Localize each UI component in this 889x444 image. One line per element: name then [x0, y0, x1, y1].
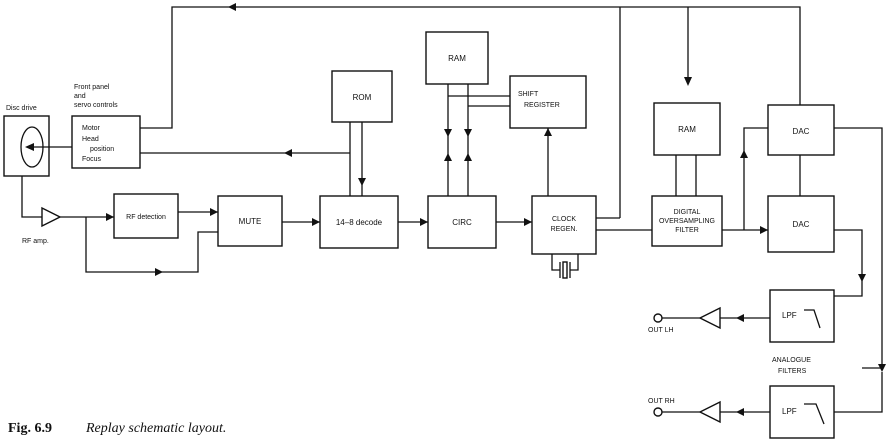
top-bus	[140, 3, 801, 218]
decode-box	[319, 195, 399, 249]
ram-top-box	[425, 31, 489, 85]
clock-label-2: REGEN.	[551, 226, 578, 233]
out-rh-terminal	[653, 407, 663, 417]
lh-path-arrow	[858, 274, 866, 282]
ram-circ-arrow-down	[444, 129, 452, 137]
oversampling-filter-box	[651, 195, 723, 247]
out-lh-label: OUT LH	[648, 327, 674, 334]
disc-drive-box	[3, 115, 50, 177]
clock-to-shift-arrow	[544, 128, 552, 136]
lpf-top-label: LPF	[782, 311, 797, 320]
rom-box	[331, 70, 393, 123]
motor-label: Motor	[82, 125, 101, 132]
clock-regen-box	[531, 195, 597, 255]
rf-path: RF amp. RF detection	[21, 176, 218, 276]
clock-in-arrow	[524, 218, 532, 226]
shift-label-2: REGISTER	[524, 102, 560, 109]
crystal-icon	[551, 254, 579, 279]
dac-bottom-in-arrow	[760, 226, 768, 234]
circ-box	[427, 195, 497, 249]
figure-number: Fig. 6.9	[8, 421, 52, 436]
clock-label-1: CLOCK	[552, 216, 576, 223]
analogue-label-2: FILTERS	[778, 368, 807, 375]
analogue-label-1: ANALOGUE	[772, 357, 811, 364]
rf-detect-arrow	[106, 213, 114, 221]
dof-label-3: FILTER	[675, 227, 699, 234]
shift-label-1: SHIFT	[518, 91, 539, 98]
rom-label: ROM	[353, 93, 372, 102]
lpf-top-response-icon	[804, 309, 821, 329]
disc-drive: Disc drive	[3, 105, 72, 177]
rh-path-arrow	[878, 364, 886, 372]
ram-circ-arrow-up	[444, 153, 452, 161]
out-rh-amp-icon	[698, 400, 721, 424]
ram-circ-arrow-up-2	[464, 153, 472, 161]
circ-label: CIRC	[452, 218, 472, 227]
dac-top-feed-arrow	[740, 150, 748, 158]
dof-label-1: DIGITAL	[674, 209, 701, 216]
lpf-bottom-label: LPF	[782, 407, 797, 416]
dac-bottom-label: DAC	[793, 220, 810, 229]
rf-detection-box	[113, 193, 179, 239]
head-label: Head	[82, 136, 99, 143]
ram-right-box	[653, 102, 721, 156]
rf-amp-label: RF amp.	[22, 238, 49, 245]
lpf-bottom-out-arrow	[736, 408, 744, 416]
bus-arrow-left	[228, 3, 236, 11]
out-lh-amp-icon	[698, 306, 721, 330]
ram-top-label: RAM	[448, 54, 466, 63]
out-rh-label: OUT RH	[648, 398, 675, 405]
rf-detection-label: RF detection	[126, 214, 166, 221]
bypass-arrow	[155, 268, 163, 276]
focus-label: Focus	[82, 156, 102, 163]
front-panel-label-3: servo controls	[74, 102, 118, 109]
lpf-top-out-arrow	[736, 314, 744, 322]
lpf-top-box	[769, 289, 835, 343]
decode-to-servo-arrow	[284, 149, 292, 157]
dac-top-label: DAC	[793, 127, 810, 136]
decode-in-arrow	[312, 218, 320, 226]
dac-top-box	[767, 104, 835, 156]
circ-in-arrow	[420, 218, 428, 226]
rf-amp-icon	[41, 206, 62, 228]
lpf-bottom-box	[769, 385, 835, 439]
servo-controls-box	[71, 115, 141, 169]
position-label: position	[90, 146, 114, 153]
ram-in-arrow	[684, 77, 692, 86]
disc-drive-label: Disc drive	[6, 105, 37, 112]
mute-in-arrow	[210, 208, 218, 216]
out-lh-terminal	[653, 313, 663, 323]
figure-title: Replay schematic layout.	[85, 421, 226, 436]
front-panel-label-1: Front panel	[74, 84, 110, 91]
front-panel-label-2: and	[74, 93, 86, 100]
lpf-bottom-response-icon	[804, 403, 825, 425]
servo-controls: Front panel and servo controls Motor Hea…	[71, 84, 141, 169]
decode-label: 14–8 decode	[336, 218, 383, 227]
mute-label: MUTE	[239, 217, 262, 226]
ram-right-label: RAM	[678, 125, 696, 134]
dof-label-2: OVERSAMPLING	[659, 218, 715, 225]
dac-bottom-box	[767, 195, 835, 253]
disc-head-arrow	[25, 143, 34, 151]
shift-register-box	[509, 75, 587, 129]
mute-box	[217, 195, 283, 247]
ram-circ-arrow-down-2	[464, 129, 472, 137]
rom-to-decode-arrow	[358, 178, 366, 186]
